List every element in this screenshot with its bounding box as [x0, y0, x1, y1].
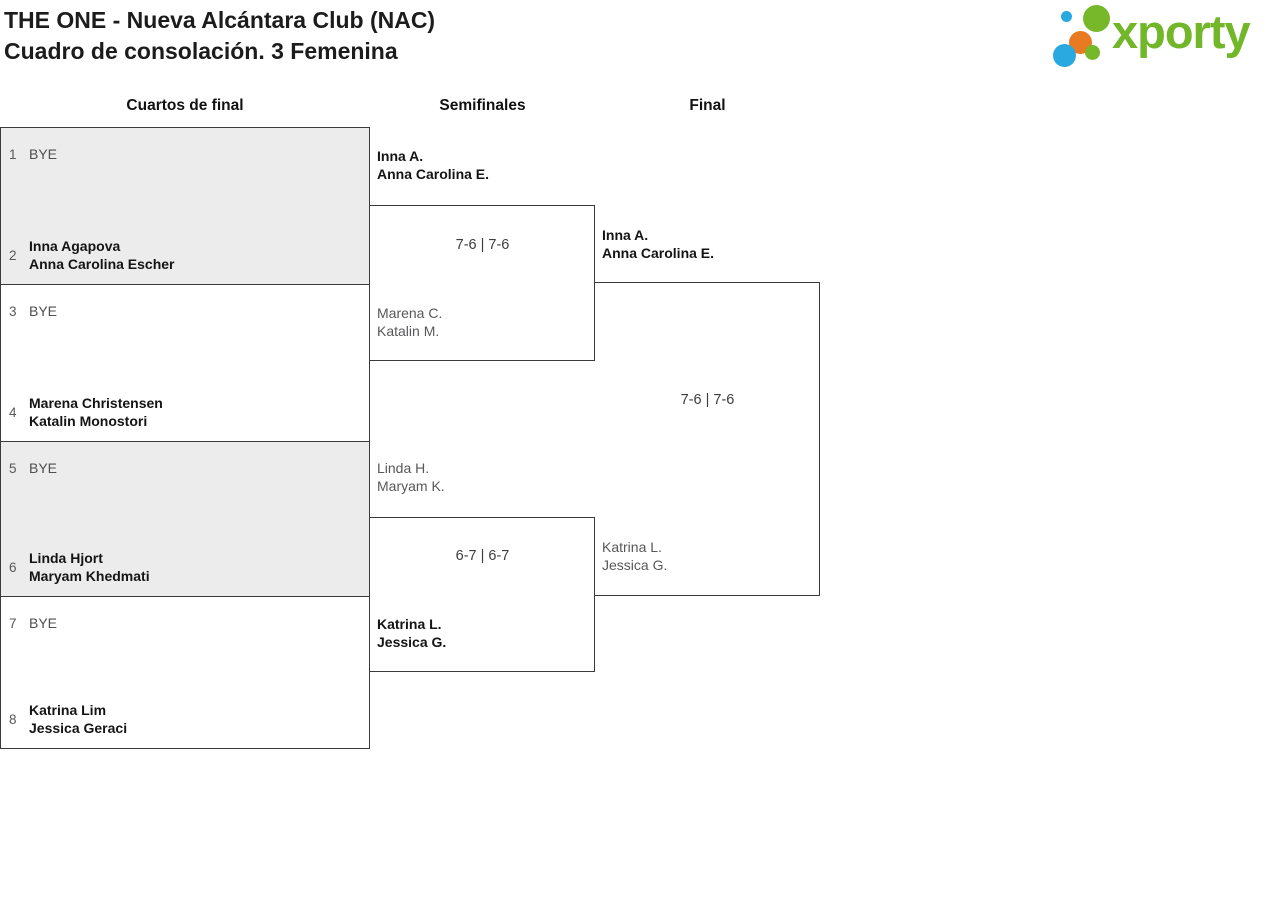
quarterfinal-match-2: 3 BYE 4 Marena Christensen Katalin Monos…	[0, 284, 370, 442]
bye-label: BYE	[29, 615, 58, 631]
semifinal-match-2-box	[370, 517, 595, 672]
player-name: Maryam Khedmati	[29, 568, 150, 584]
semifinal-1-score: 7-6 | 7-6	[455, 237, 510, 253]
seed-number: 2	[9, 247, 17, 263]
participant-slot: 3 BYE	[9, 303, 57, 319]
quarterfinal-match-1: 1 BYE 2 Inna Agapova Anna Carolina Esche…	[0, 127, 370, 285]
player-name: Katrina Lim	[29, 702, 107, 718]
player-name: Marena C.	[377, 305, 443, 321]
seed-number: 6	[9, 559, 17, 575]
semifinal-2-score: 6-7 | 6-7	[455, 548, 510, 564]
logo-dot-icon	[1053, 44, 1076, 67]
seed-number: 7	[9, 615, 17, 631]
seed-number: 5	[9, 460, 17, 476]
page-title: THE ONE - Nueva Alcántara Club (NAC) Cua…	[4, 5, 435, 67]
round-header-quarterfinals: Cuartos de final	[126, 97, 244, 114]
quarterfinal-match-3: 5 BYE 6 Linda Hjort Maryam Khedmati	[0, 441, 370, 597]
team-name: Marena Christensen Katalin Monostori	[29, 394, 163, 430]
semifinal-2-team-bottom: Katrina L. Jessica G.	[377, 615, 446, 651]
seed-number: 8	[9, 711, 17, 727]
final-score: 7-6 | 7-6	[680, 392, 735, 408]
quarterfinal-match-4: 7 BYE 8 Katrina Lim Jessica Geraci	[0, 596, 370, 749]
xporty-logo[interactable]: xporty	[1050, 0, 1278, 70]
player-name: Anna Carolina Escher	[29, 256, 175, 272]
bye-label: BYE	[29, 146, 58, 162]
player-name: Inna A.	[377, 148, 424, 164]
team-name: Linda Hjort Maryam Khedmati	[29, 549, 150, 585]
semifinal-2-team-top: Linda H. Maryam K.	[377, 459, 445, 495]
player-name: Marena Christensen	[29, 395, 163, 411]
player-name: Linda Hjort	[29, 550, 103, 566]
tournament-title: THE ONE - Nueva Alcántara Club (NAC)	[4, 7, 436, 33]
player-name: Katalin Monostori	[29, 413, 148, 429]
round-header-final: Final	[689, 97, 726, 114]
player-name: Anna Carolina E.	[602, 245, 715, 261]
team-name: Inna Agapova Anna Carolina Escher	[29, 237, 175, 273]
logo-wordmark: xporty	[1112, 5, 1251, 58]
participant-slot: 4 Marena Christensen Katalin Monostori	[9, 394, 163, 430]
final-match-box	[595, 282, 820, 596]
player-name: Jessica G.	[602, 557, 668, 573]
player-name: Jessica Geraci	[29, 720, 128, 736]
bye-label: BYE	[29, 303, 58, 319]
draw-subtitle: Cuadro de consolación. 3 Femenina	[4, 38, 398, 64]
round-header-semifinals: Semifinales	[439, 97, 526, 114]
player-name: Inna Agapova	[29, 238, 121, 254]
seed-number: 4	[9, 404, 17, 420]
participant-slot: 8 Katrina Lim Jessica Geraci	[9, 701, 127, 737]
team-name: Katrina Lim Jessica Geraci	[29, 701, 127, 737]
bye-label: BYE	[29, 460, 58, 476]
player-name: Katrina L.	[602, 539, 662, 555]
player-name: Inna A.	[602, 227, 649, 243]
semifinal-1-team-top: Inna A. Anna Carolina E.	[377, 147, 489, 183]
logo-dot-icon	[1061, 11, 1072, 22]
player-name: Anna Carolina E.	[377, 166, 490, 182]
seed-number: 3	[9, 303, 17, 319]
participant-slot: 1 BYE	[9, 146, 57, 162]
final-team-bottom: Katrina L. Jessica G.	[602, 538, 667, 574]
semifinal-match-1-box	[370, 205, 595, 361]
player-name: Katalin M.	[377, 323, 440, 339]
semifinal-1-team-bottom: Marena C. Katalin M.	[377, 304, 442, 340]
player-name: Jessica G.	[377, 634, 447, 650]
logo-dot-icon	[1083, 5, 1110, 32]
participant-slot: 5 BYE	[9, 460, 57, 476]
player-name: Maryam K.	[377, 478, 445, 494]
participant-slot: 2 Inna Agapova Anna Carolina Escher	[9, 237, 175, 273]
final-team-top: Inna A. Anna Carolina E.	[602, 226, 714, 262]
logo-dot-icon	[1085, 45, 1100, 60]
player-name: Katrina L.	[377, 616, 442, 632]
player-name: Linda H.	[377, 460, 430, 476]
seed-number: 1	[9, 146, 17, 162]
participant-slot: 7 BYE	[9, 615, 57, 631]
participant-slot: 6 Linda Hjort Maryam Khedmati	[9, 549, 150, 585]
